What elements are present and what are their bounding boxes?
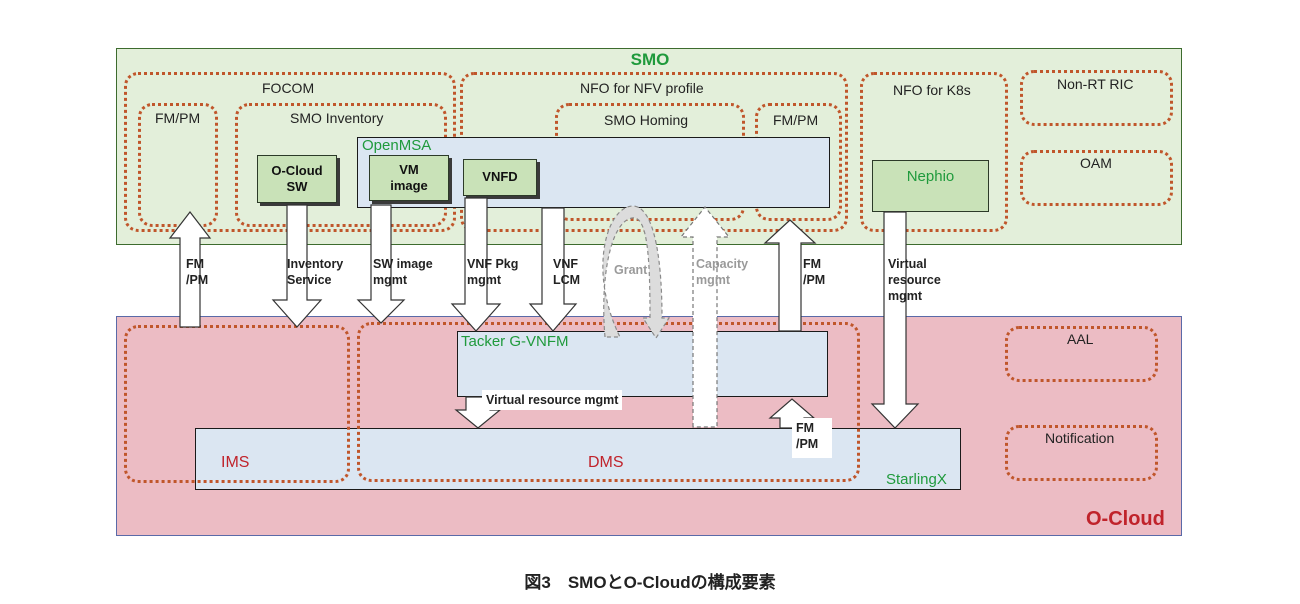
fm-pm-right-label: FM /PM [803,257,826,287]
smo-inventory-label: SMO Inventory [290,110,384,126]
non-rt-ric-box [1020,70,1173,126]
non-rt-ric-label: Non-RT RIC [1057,76,1134,92]
smo-homing-label: SMO Homing [604,112,689,128]
tacker-label: Tacker G-VNFM [461,333,569,350]
starlingx-label: StarlingX [886,471,947,488]
notification-box [1005,425,1158,481]
virtual-resource-arrow [870,211,920,429]
inventory-service-arrow [271,204,323,328]
fm-pm-left-label: FM /PM [186,257,209,287]
openmsa-label: OpenMSA [362,137,432,154]
sw-image-arrow [356,204,406,324]
vnf-pkg-label: VNF Pkg mgmt [467,257,519,287]
inventory-service-label: Inventory Service [287,257,344,287]
nfo-fmpm-label: FM/PM [773,112,819,128]
grant-arrow [602,205,671,340]
vm-image-box: VM image [369,155,449,201]
sw-image-label: SW image mgmt [373,257,433,287]
nfo-k8s-group [860,72,1008,232]
vnf-pkg-arrow [450,197,502,332]
vnf-lcm-arrow [528,207,578,332]
notification-label: Notification [1045,430,1115,446]
vnfd-box: VNFD [463,159,537,196]
nfo-nfv-label: NFO for NFV profile [580,80,704,96]
fm-pm-right-arrow [763,219,817,332]
dms-label: DMS [588,454,624,471]
ocloud-sw-box: O-Cloud SW [257,155,337,203]
nfo-k8s-label: NFO for K8s [893,82,971,98]
nephio-box: Nephio [872,160,989,212]
ocloud-region [116,316,1182,536]
focom-fmpm-group [138,103,218,227]
virtual-resource-inner-label: Virtual resource mgmt [482,390,623,410]
fm-pm-left-arrow [168,211,212,328]
oam-box [1020,150,1173,206]
grant-label: Grant [614,263,648,277]
focom-fmpm-label: FM/PM [155,110,201,126]
aal-label: AAL [1067,331,1094,347]
ocloud-title: O-Cloud [1086,508,1165,530]
ims-label: IMS [221,454,250,471]
fm-pm-inner-label: FM /PM [792,418,832,458]
ims-group [124,325,350,483]
figure-caption: 図3 SMOとO-Cloudの構成要素 [524,573,776,592]
capacity-label: Capacity mgmt [696,257,749,287]
aal-box [1005,326,1158,382]
smo-title: SMO [630,50,670,69]
oam-label: OAM [1080,155,1112,171]
vnf-lcm-label: VNF LCM [553,257,581,287]
virtual-resource-label: Virtual resource mgmt [888,257,941,303]
focom-label: FOCOM [262,80,315,96]
capacity-arrow [679,206,731,428]
tacker-box [457,331,828,397]
